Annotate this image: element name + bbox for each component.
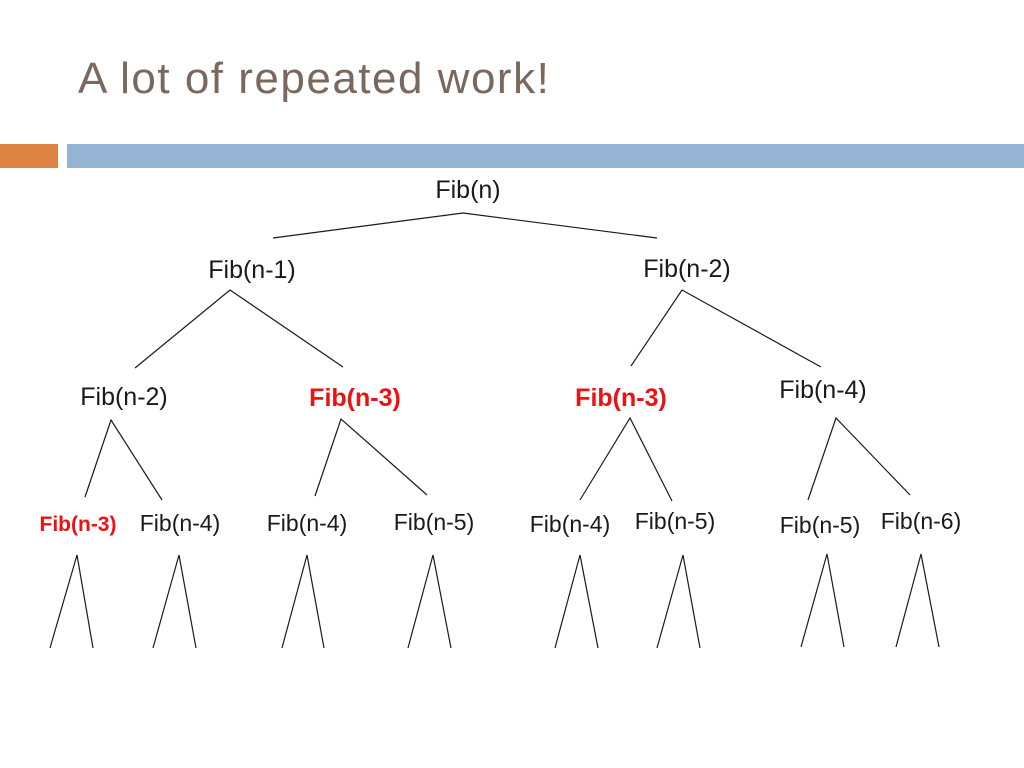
subtree-triangle — [554, 554, 599, 649]
subtree-triangle — [895, 553, 940, 648]
tree-node-highlighted: Fib(n-3) — [309, 384, 401, 412]
tree-node: Fib(n-2) — [80, 383, 168, 411]
subtree-triangle — [656, 554, 701, 649]
tree-node-highlighted: Fib(n-3) — [575, 384, 667, 412]
edge-l2-1 — [84, 418, 163, 501]
edge-l1-left — [134, 289, 344, 369]
tree-node-root: Fib(n) — [435, 176, 501, 204]
tree-node: Fib(n-4) — [779, 376, 867, 404]
tree-node: Fib(n-4) — [139, 510, 221, 536]
title-underline-bar — [67, 144, 1024, 168]
accent-block-orange — [0, 144, 58, 168]
tree-node: Fib(n-5) — [393, 509, 475, 535]
edge-l2-3 — [579, 416, 673, 502]
edge-l2-4 — [807, 416, 911, 501]
edge-l1-right — [630, 289, 822, 368]
tree-node: Fib(n-5) — [634, 508, 716, 534]
tree-node: Fib(n-4) — [529, 511, 611, 537]
tree-node: Fib(n-4) — [266, 510, 348, 536]
tree-node: Fib(n-1) — [208, 256, 296, 284]
subtree-triangle — [407, 554, 452, 649]
tree-node-highlighted: Fib(n-3) — [39, 513, 117, 536]
subtree-triangle — [152, 554, 197, 649]
tree-node: Fib(n-6) — [880, 508, 962, 534]
slide-title: A lot of repeated work! — [78, 54, 551, 103]
tree-node: Fib(n-5) — [779, 512, 861, 538]
subtree-triangle — [281, 554, 325, 649]
tree-node: Fib(n-2) — [643, 255, 731, 283]
edge-l2-2 — [314, 417, 428, 497]
edge-root — [272, 212, 658, 239]
subtree-triangle — [800, 553, 845, 648]
subtree-triangle — [49, 554, 94, 649]
